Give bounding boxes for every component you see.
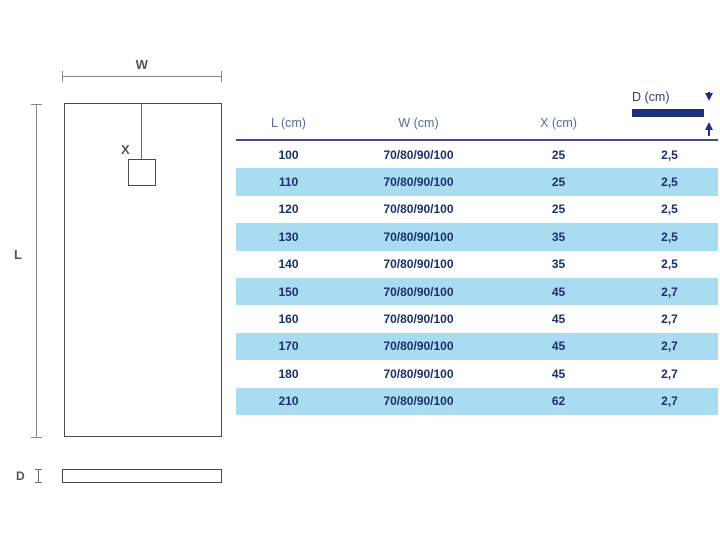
column-header-x: X (cm) [496,110,621,141]
cell-l: 170 [278,339,299,354]
cell-d: 2,7 [661,284,678,299]
drain-outlet [128,159,156,186]
width-dimension-label: W [135,57,149,72]
cell-d: 2,7 [661,312,678,327]
length-dimension-line [36,104,37,437]
depth-legend-label: D (cm) [632,90,670,104]
cell-d: 2,5 [661,257,678,272]
cell-l: 140 [278,257,299,272]
cell-d: 2,7 [661,366,678,381]
table-row: 100 70/80/90/100 25 2,5 [236,140,718,168]
cell-l: 120 [278,202,299,217]
cell-w: 70/80/90/100 [383,202,454,217]
table-row: 210 70/80/90/100 62 2,7 [236,387,718,415]
cell-x: 45 [551,366,566,381]
cell-x: 45 [551,312,566,327]
cell-x: 62 [551,394,566,409]
cell-w: 70/80/90/100 [383,257,454,272]
length-tick-top-icon [31,104,42,105]
table-header-row: L (cm) W (cm) X (cm) [236,110,718,141]
cell-x: 25 [551,147,566,162]
table-row: 130 70/80/90/100 35 2,5 [236,223,718,251]
cell-x: 45 [551,284,566,299]
cell-l: 130 [278,229,299,244]
table-row: 140 70/80/90/100 35 2,5 [236,251,718,278]
arrow-down-icon [705,92,713,101]
cell-w: 70/80/90/100 [383,284,454,299]
cell-x: 25 [551,175,566,190]
length-tick-bottom-icon [31,437,42,438]
column-header-l: L (cm) [236,110,341,141]
cell-w: 70/80/90/100 [383,394,454,409]
cell-x: 35 [551,229,566,244]
cell-w: 70/80/90/100 [383,229,454,244]
cell-x: 45 [551,339,566,354]
cell-l: 180 [278,366,299,381]
column-header-w: W (cm) [341,110,496,141]
cell-d: 2,7 [661,394,678,409]
cell-l: 150 [278,284,299,299]
table-row: 150 70/80/90/100 45 2,7 [236,277,718,306]
offset-dimension-label: X [121,142,130,157]
cell-l: 100 [278,147,299,162]
cell-x: 25 [551,202,566,217]
cell-x: 35 [551,257,566,272]
cell-w: 70/80/90/100 [383,175,454,190]
depth-dimension-marker-icon [35,469,42,483]
table-row: 160 70/80/90/100 45 2,7 [236,305,718,332]
cell-d: 2,5 [661,147,678,162]
cell-d: 2,5 [661,175,678,190]
cell-d: 2,7 [661,339,678,354]
table-body: 100 70/80/90/100 25 2,5 110 70/80/90/100 25 2,5… [236,140,718,415]
width-tick-right-icon [221,71,222,82]
cell-l: 110 [278,175,299,190]
offset-dimension-line [141,104,143,173]
cell-w: 70/80/90/100 [383,366,454,381]
shower-tray-side-view [62,469,222,483]
length-dimension-label: L [14,247,22,262]
cell-w: 70/80/90/100 [383,147,454,162]
cell-d: 2,5 [661,229,678,244]
table-row: 120 70/80/90/100 25 2,5 [236,196,718,223]
column-header-d [621,110,718,141]
shower-tray-top-view [64,103,222,437]
cell-w: 70/80/90/100 [383,312,454,327]
table-row: 110 70/80/90/100 25 2,5 [236,168,718,196]
technical-drawing: W L X D [0,0,236,540]
cell-d: 2,5 [661,202,678,217]
cell-w: 70/80/90/100 [383,339,454,354]
table-row: 170 70/80/90/100 45 2,7 [236,332,718,361]
cell-l: 210 [278,394,299,409]
width-tick-left-icon [62,71,63,82]
width-dimension-line [62,76,222,77]
cell-l: 160 [278,312,299,327]
table-row: 180 70/80/90/100 45 2,7 [236,360,718,387]
dimension-table: L (cm) W (cm) X (cm) 100 70/80/90/100 25 2,… [236,110,718,415]
depth-dimension-label: D [16,469,25,483]
